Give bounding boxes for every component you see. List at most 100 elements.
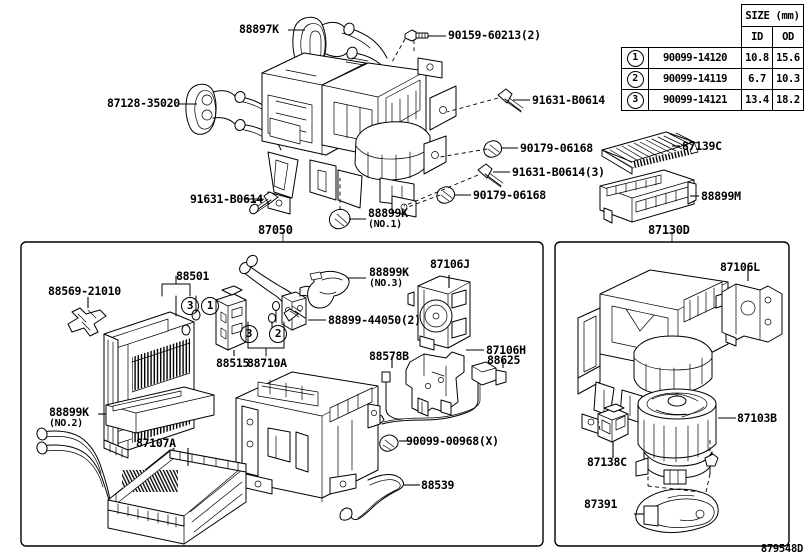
size-spec-table: SIZE (mm) ID OD 1 90099-14120 10.8 15.6 …: [621, 4, 804, 111]
label-90099-00968: 90099-00968(X): [406, 434, 499, 448]
spec-partnumber-3: 90099-14121: [648, 89, 742, 111]
panel-87130D-border: [554, 241, 790, 547]
part-87138C: [597, 403, 629, 443]
label-88539: 88539: [421, 478, 455, 492]
leader-90159: [391, 38, 406, 63]
label-88899-44050: 88899-44050(2): [328, 313, 421, 327]
fastener-91631-B0614-left: [249, 191, 279, 215]
fastener-91631-B0614-3: [477, 163, 504, 188]
label-87107A: 87107A: [136, 436, 176, 450]
part-88569-21010: [67, 307, 107, 337]
spec-header-id: ID: [741, 26, 773, 48]
label-88899K-no2-sub: (NO.2): [49, 418, 83, 429]
fastener-90179-06168-lower: [436, 186, 456, 204]
spec-od-2: 10.3: [772, 68, 804, 90]
spec-header-size: SIZE (mm): [741, 4, 804, 27]
part-88899K-no3: [307, 270, 350, 309]
label-88899K-no3: 88899K (NO.3): [369, 266, 409, 290]
leader-90179-u: [439, 148, 488, 158]
part-87391: [635, 488, 719, 534]
label-88899K-no3-sub: (NO.3): [369, 278, 403, 289]
part-blower-case: [577, 269, 741, 435]
label-88569-21010: 88569-21010: [48, 284, 121, 298]
label-88897K: 88897K: [239, 22, 279, 36]
part-88539: [339, 474, 404, 521]
part-87139C: [601, 131, 699, 175]
ref-3-88501: 3: [181, 297, 199, 315]
label-88899M: 88899M: [701, 189, 741, 203]
spec-ref-2: 2: [621, 68, 649, 90]
label-88899K-no1: 88899K (NO.1): [368, 207, 408, 231]
label-91631-B0614-left: 91631-B0614: [190, 192, 263, 206]
hvac-assembly-top: [261, 52, 457, 218]
part-88899K-no2: [105, 386, 215, 434]
ref-3-88710A: 3: [240, 325, 258, 343]
label-87106J: 87106J: [430, 257, 470, 271]
table-row: 1 90099-14120 10.8 15.6: [621, 47, 804, 69]
label-87106L: 87106L: [720, 260, 760, 274]
part-88899M: [599, 169, 697, 224]
ref-marker-88501-1: 1: [201, 297, 219, 315]
label-88501: 88501: [176, 269, 210, 283]
label-91631-B0614-3: 91631-B0614(3): [512, 165, 605, 179]
fastener-91631-B0614-right: [497, 88, 524, 113]
label-88625: 88625: [487, 353, 521, 367]
label-88899K-no1-sub: (NO.1): [368, 219, 402, 230]
part-87128-35020: [185, 83, 236, 135]
label-91631-B0614-right: 91631-B0614: [532, 93, 605, 107]
spec-ref-1: 1: [621, 47, 649, 69]
table-row: 3 90099-14121 13.4 18.2: [621, 89, 804, 111]
part-hvac-case-lower: [235, 371, 381, 503]
spec-partnumber-1: 90099-14120: [648, 47, 742, 69]
part-88578B: [381, 371, 403, 420]
hose-upper: [341, 22, 393, 81]
label-87128-35020: 87128-35020: [107, 96, 180, 110]
panel-87050-border: [20, 241, 544, 547]
label-90159-60213: 90159-60213(2): [448, 28, 541, 42]
label-87139C: 87139C: [682, 139, 722, 153]
fastener-90159-60213: [404, 29, 429, 42]
diagram-code: 879548D: [760, 543, 803, 555]
fastener-88899-44050: [283, 305, 306, 322]
label-87106H: 87106H: [486, 343, 526, 357]
fastener-90099-00968: [379, 434, 399, 452]
leader-91631-3: [403, 174, 479, 207]
label-88899K-no1-text: 88899K: [368, 206, 408, 220]
label-87138C: 87138C: [587, 455, 627, 469]
fastener-88899K-no1: [328, 208, 351, 230]
part-88710A: [239, 254, 317, 331]
label-88515: 88515: [216, 356, 250, 370]
label-88710A: 88710A: [247, 356, 287, 370]
panel-caption-87130D: 87130D: [648, 223, 690, 237]
leader-90179-l: [407, 194, 441, 208]
spec-id-1: 10.8: [741, 47, 773, 69]
label-90179-06168-lower: 90179-06168: [473, 188, 546, 202]
spec-id-2: 6.7: [741, 68, 773, 90]
part-88515: [215, 285, 247, 351]
spec-od-1: 15.6: [772, 47, 804, 69]
label-88899K-no3-text: 88899K: [369, 265, 409, 279]
part-87103B: [635, 388, 717, 485]
spec-od-3: 18.2: [772, 89, 804, 111]
part-87107A: [36, 427, 247, 545]
spec-header-od: OD: [772, 26, 804, 48]
ref-marker-88501-3: 3: [181, 297, 199, 315]
label-87103B: 87103B: [737, 411, 777, 425]
panel-caption-87050: 87050: [258, 223, 293, 237]
label-88899K-no2-text: 88899K: [49, 405, 89, 419]
part-87106L: [715, 283, 783, 347]
ref-marker-88710A-3: 3: [240, 325, 258, 343]
fastener-90179-06168-upper: [483, 140, 503, 158]
leader-91631-r: [446, 97, 499, 113]
ref-marker-88710A-2: 2: [269, 325, 287, 343]
label-88899K-no2: 88899K (NO.2): [49, 406, 89, 430]
spec-ref-3: 3: [621, 89, 649, 111]
part-87106J: [407, 275, 471, 351]
part-87106H: [405, 351, 465, 417]
ref-2-88710A: 2: [269, 325, 287, 343]
ref-1-88501: 1: [201, 297, 219, 315]
fastener-blower-screw: [704, 453, 719, 475]
label-90179-06168-upper: 90179-06168: [520, 141, 593, 155]
